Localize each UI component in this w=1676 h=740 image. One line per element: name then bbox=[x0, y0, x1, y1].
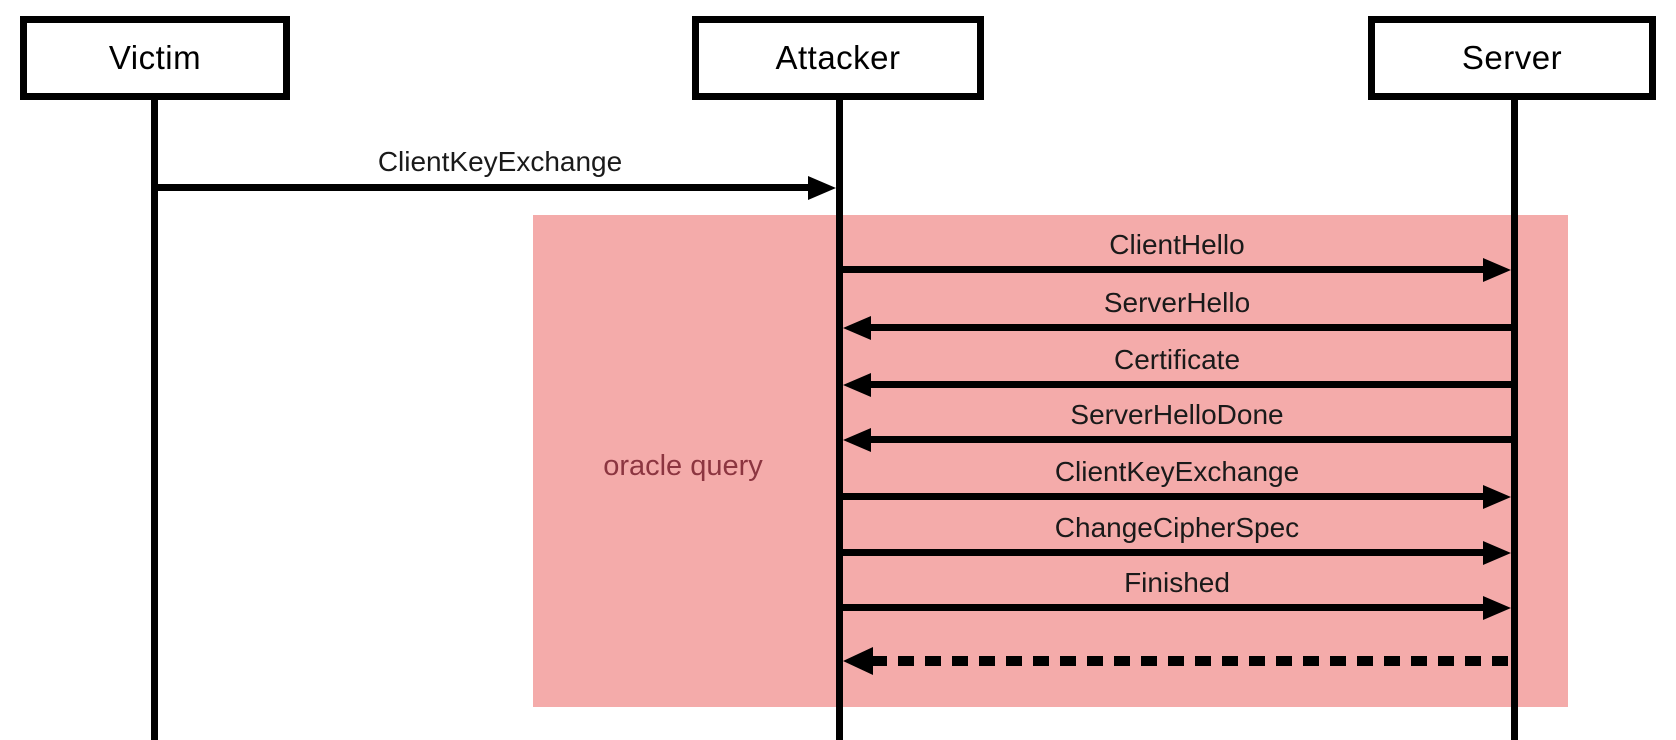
message-line-serverhellodone bbox=[869, 436, 1511, 443]
message-line-victim-clientkeyexchange bbox=[154, 184, 810, 191]
message-label-clienthello: ClientHello bbox=[1109, 229, 1245, 260]
arrowhead-right-icon bbox=[1483, 258, 1511, 282]
arrowhead-right-icon bbox=[1483, 485, 1511, 509]
message-label-finished: Finished bbox=[1124, 567, 1230, 598]
lifeline-victim bbox=[151, 95, 158, 740]
arrowhead-right-icon bbox=[808, 176, 836, 200]
message-label-clientkeyexchange: ClientKeyExchange bbox=[1054, 456, 1300, 487]
message-line-certificate bbox=[869, 381, 1511, 388]
message-line-oracle-response-dashed bbox=[871, 656, 1511, 666]
arrowhead-left-icon bbox=[843, 428, 871, 452]
message-line-finished bbox=[839, 604, 1485, 611]
message-label-certificate: Certificate bbox=[1113, 344, 1241, 375]
message-line-clienthello bbox=[839, 266, 1485, 273]
actor-label-victim: Victim bbox=[108, 39, 202, 76]
message-label-changecipherspec: ChangeCipherSpec bbox=[1054, 512, 1300, 543]
arrowhead-right-icon bbox=[1483, 541, 1511, 565]
oracle-query-label: oracle query bbox=[603, 450, 763, 482]
lifeline-server bbox=[1511, 95, 1518, 740]
message-label-serverhellodone: ServerHelloDone bbox=[1070, 399, 1284, 430]
message-line-serverhello bbox=[869, 324, 1511, 331]
arrowhead-right-icon bbox=[1483, 596, 1511, 620]
message-label-serverhello: ServerHello bbox=[1103, 287, 1251, 318]
actor-box-victim: Victim bbox=[20, 16, 290, 100]
actor-box-attacker: Attacker bbox=[692, 16, 984, 100]
lifeline-attacker bbox=[836, 95, 843, 740]
actor-label-attacker: Attacker bbox=[775, 39, 901, 76]
actor-box-server: Server bbox=[1368, 16, 1656, 100]
message-line-changecipherspec bbox=[839, 549, 1485, 556]
oracle-query-region bbox=[533, 215, 1568, 707]
arrowhead-left-icon bbox=[843, 316, 871, 340]
message-label-victim-clientkeyexchange: ClientKeyExchange bbox=[377, 146, 623, 177]
actor-label-server: Server bbox=[1461, 39, 1563, 76]
arrowhead-left-icon bbox=[843, 373, 871, 397]
arrowhead-left-icon bbox=[843, 647, 873, 675]
message-line-clientkeyexchange bbox=[839, 493, 1485, 500]
